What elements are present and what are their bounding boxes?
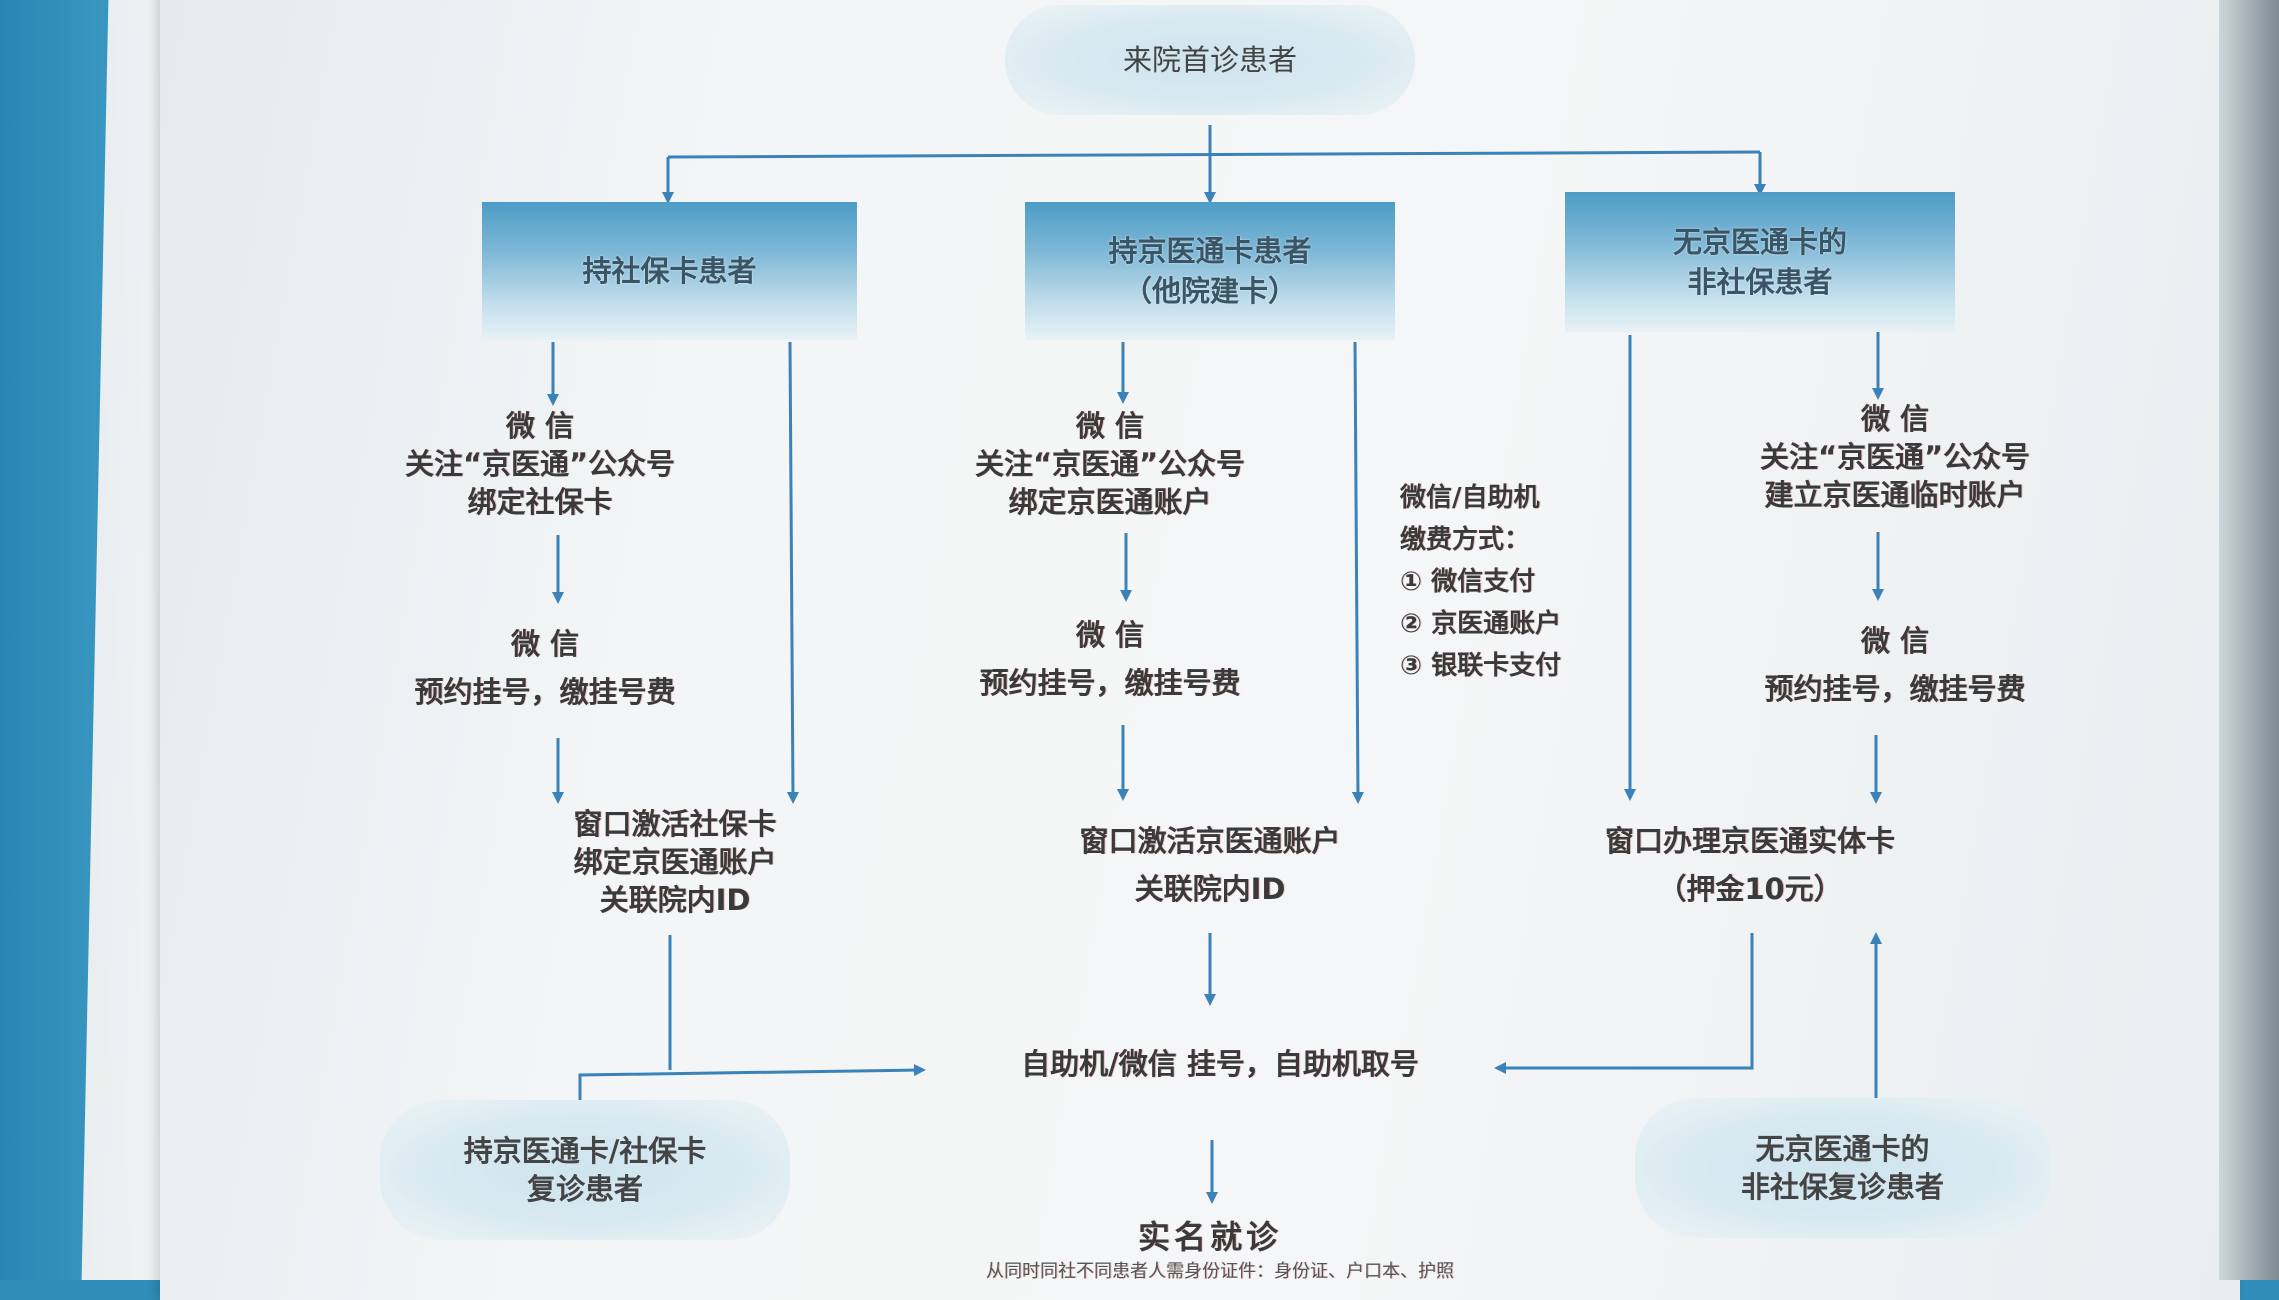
start-node-label: 来院首诊患者 <box>1122 43 1297 77</box>
col3-step1-wechat-temp-account: 微 信 关注“京医通”公众号 建立京医通临时账户 <box>1759 402 2031 512</box>
category-label-line: （他院建卡） <box>1122 274 1297 308</box>
category-box-jingyitong-card: 持京医通卡患者 （他院建卡） <box>1025 202 1395 340</box>
col3-step2-wechat-register: 微 信 预约挂号，缴挂号费 <box>1764 624 2026 706</box>
col1-step1-wechat-bind: 微 信 关注“京医通”公众号 绑定社保卡 <box>404 409 676 519</box>
start-node-first-visit: 来院首诊患者 <box>1005 5 1415 115</box>
return-visit-no-card: 无京医通卡的 非社保复诊患者 <box>1635 1098 2050 1238</box>
register-node-kiosk-wechat: 自助机/微信 挂号，自助机取号 <box>1021 1047 1419 1081</box>
category-label-line: 持社保卡患者 <box>582 254 757 288</box>
category-label-line: 持京医通卡患者 <box>1108 234 1312 268</box>
final-node-id-note: 从同时同社不同患者人需身份证件：身份证、户口本、护照 <box>986 1261 1454 1282</box>
return-visit-with-card: 持京医通卡/社保卡 复诊患者 <box>380 1100 790 1240</box>
col2-step3-window-activate: 窗口激活京医通账户 关联院内ID <box>1079 824 1341 906</box>
category-box-social-insurance: 持社保卡患者 <box>482 202 857 340</box>
col2-step1-wechat-bind: 微 信 关注“京医通”公众号 绑定京医通账户 <box>974 409 1246 519</box>
col1-step2-wechat-register: 微 信 预约挂号，缴挂号费 <box>414 627 676 709</box>
payment-methods-note: 微信/自助机 缴费方式： ① 微信支付 ② 京医通账户 ③ 银联卡支付 <box>1400 483 1562 681</box>
col3-step3-window-physical-card: 窗口办理京医通实体卡 （押金10元） <box>1604 824 1895 906</box>
col2-step2-wechat-register: 微 信 预约挂号，缴挂号费 <box>979 618 1241 700</box>
category-label-line: 无京医通卡的 <box>1672 225 1847 259</box>
final-node-real-name-visit: 实名就诊 <box>1137 1218 1282 1256</box>
background-right-edge <box>2219 0 2279 1280</box>
category-box-no-card-non-insured: 无京医通卡的 非社保患者 <box>1565 192 1955 332</box>
col1-step3-window-activate: 窗口激活社保卡 绑定京医通账户 关联院内ID <box>573 807 777 917</box>
category-label-line: 非社保患者 <box>1687 265 1833 299</box>
